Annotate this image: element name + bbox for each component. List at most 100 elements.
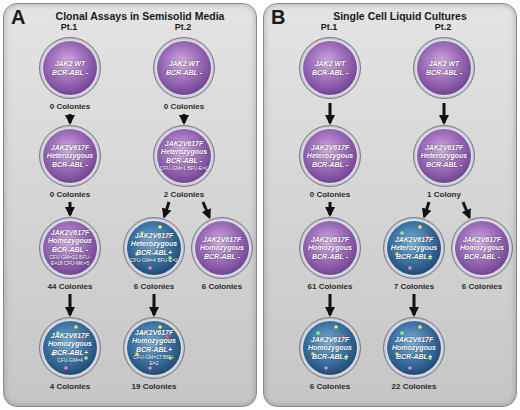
genotype-text: JAK2V617F Homozygous <box>46 229 94 245</box>
culture-dish: JAK2 WTBCR-ABL - <box>413 37 475 99</box>
colony-dot <box>64 366 68 370</box>
dish-rim <box>384 318 445 379</box>
culture-dish: JAK2V617F HomozygousBCR-ABL+22 Colonies <box>383 317 445 379</box>
colony-dot <box>408 266 412 270</box>
colony-breakdown: CFU-GM=4 <box>57 358 83 364</box>
dish-rim <box>154 126 215 187</box>
dish-rim <box>40 218 101 279</box>
colony-dot <box>148 366 152 370</box>
colony-breakdown: CFU-GM=1 BFU-E=1 <box>160 166 208 172</box>
bcr-abl-status: BCR-ABL - <box>426 161 462 169</box>
dish-rim <box>154 38 215 99</box>
dish-rim <box>300 126 361 187</box>
dish-label: JAK2V617F HeterozygousBCR-ABL - <box>39 125 101 187</box>
panel-letter: A <box>11 6 25 29</box>
culture-dish: JAK2V617F HomozygousBCR-ABL+CFU-GM=17 BF… <box>123 317 185 379</box>
dish-medium <box>157 129 211 183</box>
colony-count: 44 Colonies <box>14 282 126 291</box>
dish-label: JAK2V617F HomozygousBCR-ABL -CFU-GM=21 B… <box>39 217 101 279</box>
culture-dish: JAK2V617F HomozygousBCR-ABL -6 Colonies <box>191 217 253 279</box>
colony-dot <box>400 331 404 335</box>
colony-count: 19 Colonies <box>98 382 210 391</box>
genotype-text: JAK2V617F Heterozygous <box>390 236 438 252</box>
colony-count: 7 Colonies <box>358 282 470 291</box>
colony-count: 22 Colonies <box>358 382 470 391</box>
colony-count: 0 Colonies <box>14 190 126 199</box>
culture-dish: JAK2V617F HomozygousBCR-ABL -6 Colonies <box>451 217 513 279</box>
genotype-text: JAK2 WT <box>429 60 460 68</box>
colony-dot <box>408 366 412 370</box>
dish-label: JAK2 WTBCR-ABL - <box>153 37 215 99</box>
dish-rim <box>414 38 475 99</box>
colony-breakdown: CFU-GM=21 BFU-E=18 CFU-MK=5 <box>46 255 94 266</box>
genotype-text: JAK2 WT <box>315 60 346 68</box>
colony-count: 4 Colonies <box>14 382 126 391</box>
dish-medium <box>417 41 471 95</box>
colony-dot <box>158 325 162 329</box>
genotype-text: JAK2V617F Homozygous <box>306 336 354 352</box>
dish-label: JAK2V617F HeterozygousBCR-ABL - <box>299 125 361 187</box>
culture-dish: JAK2V617F HomozygousBCR-ABL+6 Colonies <box>299 317 361 379</box>
culture-dish: JAK2 WTBCR-ABL -0 Colonies <box>153 37 215 99</box>
dish-medium <box>43 41 97 95</box>
dish-label: JAK2 WTBCR-ABL - <box>39 37 101 99</box>
colony-dot <box>418 225 422 229</box>
dish-rim <box>40 38 101 99</box>
panel-band: BSingle Cell Liquid CulturesJAK2 WTBCR-A… <box>263 3 517 407</box>
genotype-text: JAK2V617F Heterozygous <box>46 144 94 160</box>
dish-medium <box>127 321 181 375</box>
dish-medium <box>387 321 441 375</box>
colony-dot <box>148 266 152 270</box>
dish-medium <box>43 321 97 375</box>
bcr-abl-status: BCR-ABL+ <box>136 346 172 354</box>
dish-rim <box>192 218 253 279</box>
genotype-text: JAK2V617F Homozygous <box>130 329 178 345</box>
dish-rim <box>40 318 101 379</box>
dish-medium <box>455 221 509 275</box>
culture-dish: JAK2V617F HeterozygousBCR-ABL -0 Colonie… <box>39 125 101 187</box>
colony-dot <box>316 331 320 335</box>
bcr-abl-status: BCR-ABL - <box>312 253 348 261</box>
patient-label: Pt.2 <box>175 22 192 32</box>
dish-outline <box>153 37 215 99</box>
culture-dish: JAK2V617F HomozygousBCR-ABL -61 Colonies <box>299 217 361 279</box>
dish-label: JAK2 WTBCR-ABL - <box>413 37 475 99</box>
culture-dish: JAK2 WTBCR-ABL -0 Colonies <box>39 37 101 99</box>
colony-count: 0 Colonies <box>274 190 386 199</box>
colony-count: 6 Colonies <box>426 282 520 291</box>
panel-title: Clonal Assays in Semisolid Media <box>30 10 250 22</box>
colony-count: 6 Colonies <box>98 282 210 291</box>
bcr-abl-status: BCR-ABL - <box>166 157 202 165</box>
dish-label: JAK2V617F HeterozygousBCR-ABL+CFU-GM=4 B… <box>123 217 185 279</box>
dish-rim <box>124 318 185 379</box>
dish-medium <box>195 221 249 275</box>
colony-dot <box>418 325 422 329</box>
genotype-text: JAK2V617F Homozygous <box>198 236 246 252</box>
dish-label: JAK2V617F HomozygousBCR-ABL - <box>191 217 253 279</box>
bcr-abl-status: BCR-ABL - <box>166 69 202 77</box>
bcr-abl-status: BCR-ABL+ <box>396 353 432 361</box>
patient-label: Pt.2 <box>435 22 452 32</box>
bcr-abl-status: BCR-ABL - <box>312 161 348 169</box>
panel-letter: B <box>271 6 285 29</box>
dish-medium <box>43 221 97 275</box>
dish-label: JAK2V617F HomozygousBCR-ABL - <box>299 217 361 279</box>
culture-dish: JAK2V617F HeterozygousBCR-ABL -CFU-GM=1 … <box>153 125 215 187</box>
dish-rim <box>124 218 185 279</box>
panel-title: Single Cell Liquid Cultures <box>290 10 510 22</box>
colony-breakdown: CFU-GM=17 BFU-E=2 <box>130 355 178 366</box>
dish-label: JAK2V617F HomozygousBCR-ABL+ <box>383 317 445 379</box>
bcr-abl-status: BCR-ABL - <box>464 253 500 261</box>
dish-outline <box>39 37 101 99</box>
genotype-text: JAK2 WT <box>169 60 200 68</box>
dish-outline <box>153 125 215 187</box>
bcr-abl-status: BCR-ABL - <box>426 69 462 77</box>
culture-dish: JAK2V617F HomozygousBCR-ABL+CFU-GM=44 Co… <box>39 317 101 379</box>
dish-rim <box>414 126 475 187</box>
colony-dot <box>334 325 338 329</box>
culture-dish: JAK2V617F HeterozygousBCR-ABL -1 Colony <box>413 125 475 187</box>
dish-outline <box>299 37 361 99</box>
colony-count: 0 Colonies <box>128 102 240 111</box>
culture-dish: JAK2V617F HeterozygousBCR-ABL -0 Colonie… <box>299 125 361 187</box>
